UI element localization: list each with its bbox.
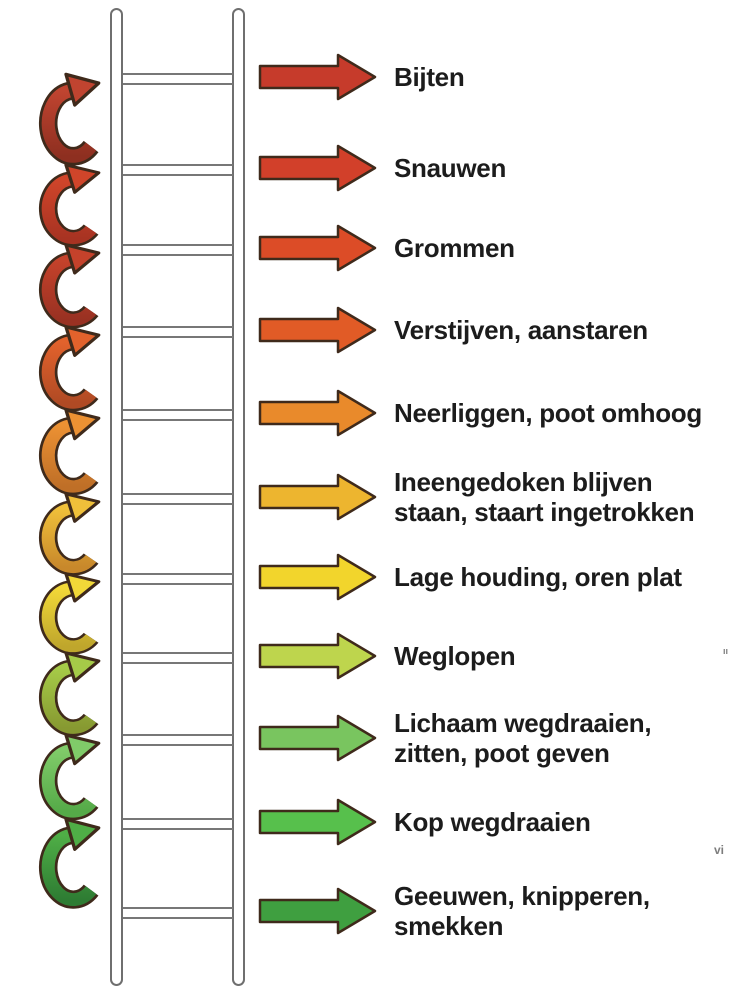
behavior-row: Lage houding, oren plat (258, 552, 682, 602)
behavior-row: Verstijven, aanstaren (258, 305, 648, 355)
behavior-label: Kop wegdraaien (394, 807, 591, 837)
spiral-escalation-arrow-icon (38, 817, 101, 909)
behavior-row: Kop wegdraaien (258, 797, 591, 847)
behavior-label: Ineengedoken blijven staan, staart inget… (394, 467, 695, 527)
behavior-label: Grommen (394, 233, 515, 263)
spiral-escalation-arrow-icon (38, 72, 101, 166)
level-arrow-icon (258, 306, 377, 354)
level-arrow-icon (258, 553, 377, 601)
ladder-rung (123, 409, 233, 421)
behavior-label: Lage houding, oren plat (394, 562, 682, 592)
ladder-rung (123, 493, 233, 505)
ladder-rung (123, 734, 233, 746)
behavior-label: Neerliggen, poot omhoog (394, 398, 702, 428)
cropped-text-fragment: ıı (723, 646, 729, 656)
level-arrow-icon (258, 53, 377, 101)
level-arrow-icon (258, 632, 377, 680)
level-arrow-icon (258, 224, 377, 272)
behavior-row: Lichaam wegdraaien, zitten, poot geven (258, 708, 652, 768)
level-arrow-icon (258, 798, 377, 846)
spiral-escalation-arrow-icon (38, 325, 101, 412)
behavior-label: Weglopen (394, 641, 516, 671)
spiral-escalation-arrow-icon (38, 163, 101, 247)
behavior-row: Bijten (258, 52, 465, 102)
behavior-label: Snauwen (394, 153, 507, 183)
spiral-escalation-arrow-icon (38, 492, 101, 576)
ladder-rung (123, 164, 233, 176)
ladder-rung (123, 573, 233, 585)
spiral-escalation-arrow-icon (38, 651, 101, 737)
behavior-row: Geeuwen, knipperen, smekken (258, 881, 650, 941)
level-arrow-icon (258, 473, 377, 521)
behavior-label: Bijten (394, 62, 465, 92)
ladder-rung (123, 652, 233, 664)
ladder-rung (123, 73, 233, 85)
behavior-row: Snauwen (258, 143, 506, 193)
level-arrow-icon (258, 389, 377, 437)
ladder-rung (123, 818, 233, 830)
ladder-rung (123, 326, 233, 338)
spiral-escalation-arrow-icon (38, 408, 101, 496)
behavior-label: Geeuwen, knipperen, smekken (394, 881, 650, 941)
ladder-rail-left (110, 8, 123, 986)
spiral-escalation-arrow-icon (38, 733, 101, 821)
level-arrow-icon (258, 714, 377, 762)
spiral-escalation-arrow-icon (38, 243, 101, 329)
ladder-rung (123, 907, 233, 919)
cropped-text-fragment: vi (714, 843, 725, 857)
behavior-row: Grommen (258, 223, 515, 273)
behavior-label: Lichaam wegdraaien, zitten, poot geven (394, 708, 652, 768)
behavior-row: Neerliggen, poot omhoog (258, 388, 702, 438)
behavior-row: Weglopen (258, 631, 516, 681)
ladder-rail-right (232, 8, 245, 986)
level-arrow-icon (258, 887, 377, 935)
behavior-row: Ineengedoken blijven staan, staart inget… (258, 467, 695, 527)
behavior-label: Verstijven, aanstaren (394, 315, 648, 345)
spiral-escalation-arrow-icon (38, 572, 101, 655)
ladder-rung (123, 244, 233, 256)
level-arrow-icon (258, 144, 377, 192)
